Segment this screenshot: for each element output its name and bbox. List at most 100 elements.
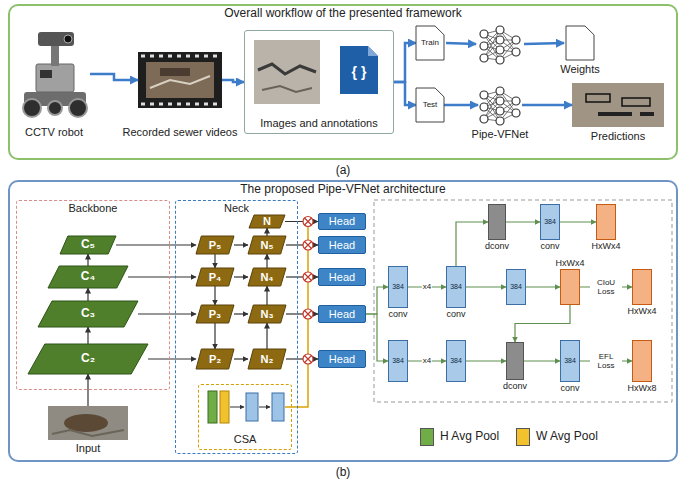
graphic-part bbox=[160, 68, 190, 76]
head-box: Head bbox=[318, 350, 366, 368]
label-holder: Recorded sewer videos bbox=[123, 126, 238, 139]
shape-outline bbox=[196, 305, 234, 323]
flow-arrow bbox=[394, 43, 416, 82]
network-icon-text: Pipe-VFNet bbox=[472, 128, 529, 141]
conv-layer: 384 bbox=[506, 269, 526, 305]
flow-arrow bbox=[148, 358, 196, 359]
document-icon: Weights bbox=[566, 26, 594, 60]
label-holder: (b) bbox=[336, 466, 351, 480]
feature-map-text: P₅ bbox=[209, 239, 221, 252]
panel-caption: (b) bbox=[336, 466, 351, 480]
prediction-image bbox=[572, 83, 664, 127]
conv-layer: 384conv bbox=[446, 266, 466, 308]
graphic-part bbox=[51, 44, 59, 66]
graphic-part bbox=[303, 272, 313, 282]
graphic-part bbox=[303, 309, 313, 319]
conv-layer: 384conv bbox=[388, 266, 408, 308]
flow-arrow bbox=[214, 286, 215, 305]
label-holder: Weights bbox=[560, 63, 600, 76]
output-map: HxWx4 bbox=[632, 269, 652, 305]
feature-map-text: N₃ bbox=[260, 308, 273, 321]
csa-blocks bbox=[208, 391, 284, 423]
graphic-part bbox=[368, 46, 378, 56]
graphic-part bbox=[586, 94, 610, 102]
panel-frame: Overall workflow of the presented framew… bbox=[8, 4, 678, 160]
flow-arrow bbox=[234, 244, 248, 245]
network-icon: Pipe-VFNet bbox=[478, 85, 522, 125]
graphic-part bbox=[572, 83, 664, 127]
conv-layer-text: 384 bbox=[564, 357, 576, 365]
dataset-box-text: Images and annotations bbox=[260, 117, 377, 130]
shape-outline bbox=[416, 26, 444, 60]
flow-arrow bbox=[266, 254, 267, 268]
graphic-part bbox=[305, 218, 312, 225]
output-map: HxWx8 bbox=[632, 340, 652, 382]
conv-layer-text: 384 bbox=[544, 218, 556, 226]
shape-outline bbox=[28, 344, 148, 374]
shape-outline bbox=[196, 268, 234, 286]
feature-map: P₅ bbox=[196, 236, 234, 254]
graphic-part bbox=[38, 32, 74, 46]
graphic-part bbox=[622, 98, 650, 106]
graphic-part bbox=[303, 217, 313, 227]
neck-box: NeckNP₅N₅P₄N₄P₃N₃P₂N₂CSA bbox=[175, 200, 298, 454]
feature-map-text: P₂ bbox=[209, 353, 221, 366]
conv-layer-text: conv bbox=[388, 309, 407, 319]
conv-layer-text: conv bbox=[446, 309, 465, 319]
legend-swatch bbox=[420, 428, 434, 446]
feature-map-text: N₄ bbox=[260, 271, 273, 284]
video-frames bbox=[138, 52, 222, 108]
shape-outline bbox=[249, 215, 285, 228]
shape-outline bbox=[416, 88, 444, 122]
feature-map: P₂ bbox=[196, 349, 234, 369]
robot-figure-text: CCTV robot bbox=[25, 126, 83, 139]
flow-arrow bbox=[394, 82, 416, 105]
document-icon-text: Test bbox=[423, 100, 438, 109]
graphic-part bbox=[598, 112, 632, 116]
graphic-part bbox=[48, 406, 128, 440]
graphic-part bbox=[52, 430, 124, 436]
legend-swatch bbox=[516, 428, 530, 446]
flow-arrow bbox=[266, 323, 267, 349]
shape-outline bbox=[248, 305, 286, 323]
flow-arrow bbox=[444, 104, 478, 107]
shape-outline bbox=[38, 301, 138, 327]
conv-layer-text: conv bbox=[560, 383, 579, 393]
shape-outline bbox=[248, 349, 286, 369]
head-box-text: Head bbox=[329, 215, 355, 228]
flow-arrow bbox=[522, 104, 572, 107]
graphic-part bbox=[262, 86, 312, 92]
head-box: Head bbox=[318, 213, 366, 230]
prediction-image: Predictions bbox=[572, 83, 664, 127]
graphic-part bbox=[230, 407, 270, 408]
flow-arrow bbox=[214, 323, 215, 349]
edge-label: CIoU Loss bbox=[590, 278, 622, 296]
feature-map-text: C₂ bbox=[81, 352, 95, 366]
feature-map: P₃ bbox=[196, 305, 234, 323]
document-icon: Test bbox=[416, 88, 444, 122]
feature-map-text: C₃ bbox=[81, 307, 95, 321]
flow-arrow bbox=[515, 305, 570, 342]
graphic-part bbox=[305, 242, 312, 249]
document-icon-text: Weights bbox=[560, 63, 600, 76]
head-box-text: Head bbox=[329, 271, 355, 284]
edge-label-holder: CIoU Loss bbox=[590, 278, 622, 296]
graphic-part bbox=[480, 42, 488, 50]
label-holder: conv bbox=[540, 241, 559, 251]
deconv-layer-text: dconv bbox=[503, 381, 527, 391]
feature-map-text: P₃ bbox=[209, 308, 221, 321]
graphic-part bbox=[305, 311, 312, 318]
graphic-part bbox=[305, 356, 312, 363]
shape-outline bbox=[48, 266, 128, 288]
legend-text: W Avg Pool bbox=[536, 430, 598, 444]
feature-map: N₃ bbox=[248, 305, 286, 323]
conv-layer: 384 bbox=[446, 340, 466, 382]
head-box: Head bbox=[318, 305, 366, 323]
backbone-box-text: Backbone bbox=[69, 202, 118, 215]
graphic-part bbox=[150, 76, 210, 88]
graphic-part bbox=[303, 240, 313, 250]
graphic-part bbox=[496, 26, 504, 34]
multiply-symbol bbox=[303, 217, 313, 365]
csa-box-text: CSA bbox=[234, 433, 257, 446]
